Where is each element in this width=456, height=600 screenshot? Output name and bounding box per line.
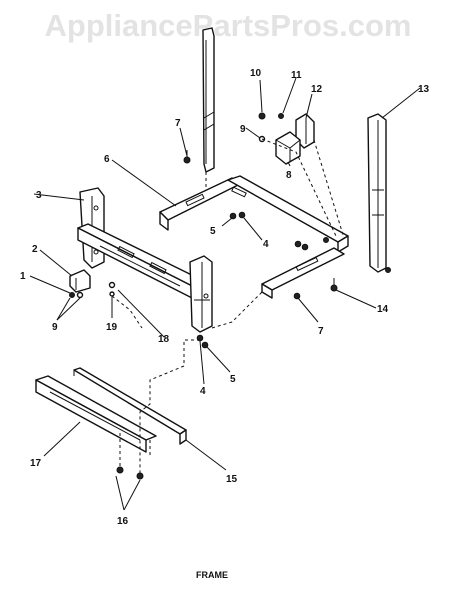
- diagram-caption: FRAME: [196, 570, 228, 580]
- callout-4-top: 4: [263, 239, 269, 250]
- callout-15: 15: [226, 474, 238, 485]
- callout-7-top: 7: [175, 118, 181, 129]
- callout-2: 2: [32, 244, 38, 255]
- part-8-block: [275, 131, 301, 165]
- callout-13: 13: [418, 84, 430, 95]
- top-screws: [183, 112, 284, 164]
- callout-labels: 3 2 1 9 19 18 6 7 5 4 9 10 11 12 8 13 14…: [20, 68, 430, 527]
- part-2-clip: [69, 269, 91, 293]
- part-13-right-rail: [367, 113, 391, 273]
- callout-7-right: 7: [318, 326, 324, 337]
- callout-5-bottom: 5: [230, 374, 236, 385]
- callout-10: 10: [250, 68, 262, 79]
- callout-5-top: 5: [210, 226, 216, 237]
- callout-9-top: 9: [240, 124, 246, 135]
- callout-1: 1: [20, 271, 26, 282]
- callout-14: 14: [377, 304, 389, 315]
- callout-12: 12: [311, 84, 323, 95]
- callout-3: 3: [36, 190, 42, 201]
- assembly-lines: [111, 138, 345, 476]
- part-6-main-frame: [159, 175, 349, 299]
- callout-19: 19: [106, 322, 118, 333]
- bottom-screws: [116, 466, 144, 480]
- center-fasteners: [196, 278, 338, 349]
- watermark: AppliancePartsPros.com: [44, 8, 412, 43]
- front-cross-member: [77, 223, 207, 301]
- callout-17: 17: [30, 458, 42, 469]
- callout-4-bottom: 4: [200, 386, 206, 397]
- callout-6: 6: [104, 154, 110, 165]
- callout-8: 8: [286, 170, 292, 181]
- callout-18: 18: [158, 334, 170, 345]
- upper-vertical-bar: [202, 27, 215, 173]
- part-17-kick-plate: [35, 375, 157, 453]
- leader-lines: [29, 77, 421, 511]
- right-front-bracket: [189, 255, 213, 333]
- callout-16: 16: [117, 516, 129, 527]
- callout-11: 11: [291, 70, 302, 81]
- callout-9-left: 9: [52, 322, 58, 333]
